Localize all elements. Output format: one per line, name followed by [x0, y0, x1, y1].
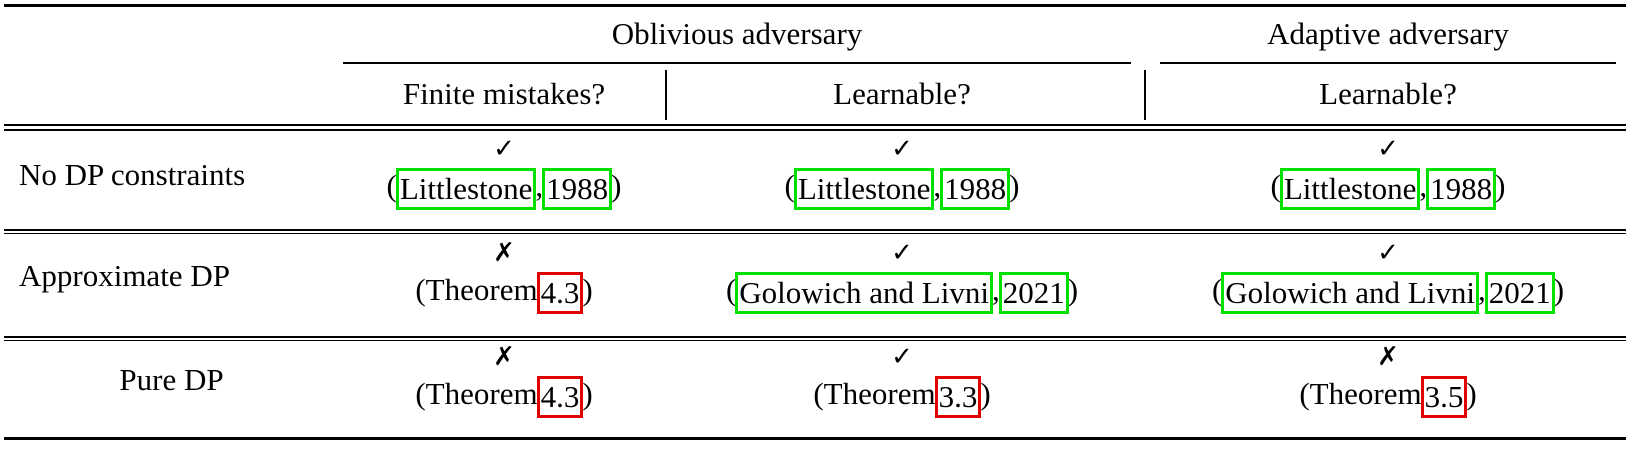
cell-no-dp-finite-mistakes: ✓ (Littlestone, 1988) — [343, 134, 665, 210]
open-paren: ( — [1211, 272, 1223, 307]
row-label-approximate-dp: Approximate DP — [19, 258, 230, 293]
open-paren: ( — [784, 168, 795, 203]
reference-theorem: (Theorem 4.3) — [343, 372, 665, 418]
cell-no-dp-learnable-oblivious: ✓ (Littlestone, 1988) — [672, 134, 1132, 210]
citation-author-highlight: Golowich and Livni — [735, 272, 993, 314]
reference-theorem: (Theorem 3.3) — [672, 372, 1132, 418]
status-mark-check-icon: ✓ — [891, 342, 913, 372]
header-bottom-rule-inner — [4, 129, 1626, 131]
citation-comma: , — [535, 168, 544, 203]
close-paren: ) — [1466, 376, 1477, 411]
status-mark-cross-icon: ✗ — [1377, 342, 1399, 372]
citation-year-highlight: 1988 — [1426, 168, 1497, 210]
citation-comma: , — [933, 168, 942, 203]
theorem-label: Theorem — [425, 272, 538, 307]
cell-pure-dp-learnable-oblivious: ✓ (Theorem 3.3) — [672, 342, 1132, 418]
row-label-no-dp-constraints: No DP constraints — [19, 157, 246, 192]
citation-comma: , — [1419, 168, 1428, 203]
row1-separator-inner — [4, 233, 1626, 234]
status-mark-cross-icon: ✗ — [493, 342, 515, 372]
citation-author-highlight: Littlestone — [1279, 168, 1421, 210]
status-mark-check-icon: ✓ — [891, 134, 913, 164]
citation-comma: , — [991, 272, 1000, 307]
citation-author-highlight: Littlestone — [395, 168, 537, 210]
table-top-rule — [4, 4, 1626, 7]
cell-approx-dp-learnable-adaptive: ✓ (Golowich and Livni, 2021) — [1160, 238, 1616, 314]
citation-year-highlight: 2021 — [1484, 272, 1555, 314]
theorem-number-highlight: 3.3 — [934, 376, 982, 418]
column-divider-finite-learnable — [665, 70, 667, 120]
open-paren: ( — [725, 272, 737, 307]
column-header-learnable-oblivious: Learnable? — [833, 76, 971, 111]
status-mark-check-icon: ✓ — [891, 238, 913, 268]
citation-year-highlight: 1988 — [542, 168, 613, 210]
reference-citation: (Littlestone, 1988) — [672, 164, 1132, 210]
table-bottom-rule — [4, 437, 1626, 440]
column-header-finite-mistakes: Finite mistakes? — [402, 76, 606, 111]
status-mark-check-icon: ✓ — [493, 134, 515, 164]
citation-author-highlight: Golowich and Livni — [1221, 272, 1479, 314]
status-mark-check-icon: ✓ — [1377, 238, 1399, 268]
cell-no-dp-learnable-adaptive: ✓ (Littlestone, 1988) — [1160, 134, 1616, 210]
close-paren: ) — [1495, 168, 1506, 203]
reference-theorem: (Theorem 4.3) — [343, 268, 665, 314]
reference-theorem: (Theorem 3.5) — [1160, 372, 1616, 418]
close-paren: ) — [582, 376, 593, 411]
theorem-label: Theorem — [823, 376, 936, 411]
theorem-number-highlight: 4.3 — [536, 272, 584, 314]
close-paren: ) — [1553, 272, 1565, 307]
open-paren: ( — [386, 168, 397, 203]
reference-citation: (Littlestone, 1988) — [343, 164, 665, 210]
open-paren: ( — [415, 376, 426, 411]
cell-approx-dp-finite-mistakes: ✗ (Theorem 4.3) — [343, 238, 665, 314]
citation-comma: , — [1477, 272, 1486, 307]
cell-pure-dp-finite-mistakes: ✗ (Theorem 4.3) — [343, 342, 665, 418]
theorem-number-highlight: 3.5 — [1420, 376, 1468, 418]
close-paren: ) — [582, 272, 593, 307]
row1-separator-outer — [4, 229, 1626, 231]
header-bottom-rule-outer — [4, 124, 1626, 126]
reference-citation: (Littlestone, 1988) — [1160, 164, 1616, 210]
citation-year-highlight: 2021 — [998, 272, 1069, 314]
open-paren: ( — [1299, 376, 1310, 411]
column-divider-oblivious-adaptive — [1144, 70, 1146, 120]
group-header-adaptive: Adaptive adversary — [1267, 16, 1509, 51]
row2-separator-inner — [4, 340, 1626, 341]
close-paren: ) — [1009, 168, 1020, 203]
adaptive-group-rule — [1160, 62, 1616, 64]
theorem-number-highlight: 4.3 — [536, 376, 584, 418]
row2-separator-outer — [4, 336, 1626, 338]
open-paren: ( — [415, 272, 426, 307]
cell-pure-dp-learnable-adaptive: ✗ (Theorem 3.5) — [1160, 342, 1616, 418]
open-paren: ( — [813, 376, 824, 411]
theorem-label: Theorem — [1309, 376, 1422, 411]
open-paren: ( — [1270, 168, 1281, 203]
column-header-learnable-adaptive: Learnable? — [1319, 76, 1457, 111]
close-paren: ) — [611, 168, 622, 203]
close-paren: ) — [1067, 272, 1079, 307]
status-mark-cross-icon: ✗ — [493, 238, 515, 268]
cell-approx-dp-learnable-oblivious: ✓ (Golowich and Livni, 2021) — [672, 238, 1132, 314]
reference-citation: (Golowich and Livni, 2021) — [672, 268, 1132, 314]
close-paren: ) — [980, 376, 991, 411]
status-mark-check-icon: ✓ — [1377, 134, 1399, 164]
citation-year-highlight: 1988 — [940, 168, 1011, 210]
reference-citation: (Golowich and Livni, 2021) — [1160, 268, 1616, 314]
oblivious-group-rule — [343, 62, 1131, 64]
row-label-pure-dp: Pure DP — [119, 362, 224, 397]
citation-author-highlight: Littlestone — [793, 168, 935, 210]
group-header-oblivious: Oblivious adversary — [611, 16, 863, 51]
theorem-label: Theorem — [425, 376, 538, 411]
